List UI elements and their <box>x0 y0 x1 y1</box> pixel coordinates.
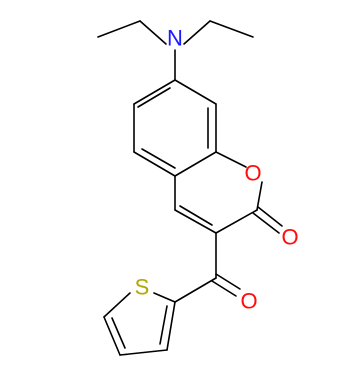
bond-thio-c4-c3 <box>119 349 168 356</box>
bond-c5-c4a-inner <box>141 148 176 169</box>
bond-n-ch2-right <box>183 20 211 45</box>
nitrogen-label: N <box>167 26 183 51</box>
bond-thio-c5-c4-inner <box>111 317 126 349</box>
bond-ch2-ch3-left <box>97 20 141 38</box>
bond-ketone-c-o-a <box>215 273 241 290</box>
bond-c3-c4-inner <box>179 205 213 226</box>
lactone-carbonyl-oxygen-label: O <box>281 225 298 250</box>
bond-c2-c3 <box>215 209 258 234</box>
bond-ch2-ch3-right <box>209 20 254 38</box>
bond-ketone-c-thiophene <box>174 277 217 303</box>
atom-labels: N O O O S <box>135 26 299 314</box>
bonds <box>97 20 283 356</box>
bond-c2-o-double-a <box>257 206 283 227</box>
bond-n-ch2-left <box>139 20 167 45</box>
ring-oxygen-label: O <box>244 161 261 186</box>
bond-c2-o-double-b <box>252 212 280 234</box>
bond-ketone-c-o-b <box>211 280 237 297</box>
bond-thio-s-c5 <box>103 292 131 318</box>
bond-c8-c7 <box>174 79 217 105</box>
bond-c7-c6 <box>133 79 176 105</box>
bond-c7-c6-inner <box>137 87 171 108</box>
bond-c5-c4a <box>133 151 176 177</box>
sulfur-label: S <box>135 275 150 300</box>
bond-c8a-o1 <box>215 151 247 168</box>
bond-o1-c2 <box>256 181 263 211</box>
ketone-oxygen-label: O <box>240 289 257 314</box>
bond-thio-c2-s <box>153 292 176 303</box>
bond-thio-c5-c4 <box>103 316 121 356</box>
bond-thio-c3-c2 <box>166 301 176 351</box>
bond-c4a-c8a <box>174 151 217 177</box>
bond-thio-c3-c2-inner <box>159 305 168 345</box>
bond-c3-c4 <box>174 209 217 234</box>
